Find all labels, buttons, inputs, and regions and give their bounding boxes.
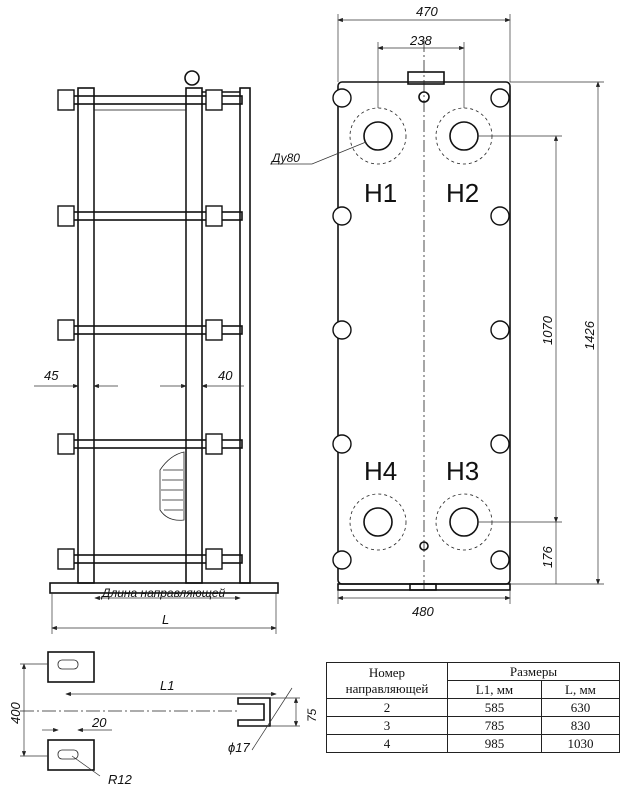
- base-width-dim: 480: [412, 604, 434, 619]
- table-header-dimensions: Размеры: [447, 662, 620, 681]
- left-gap-dim: 45: [44, 368, 59, 383]
- overall-width-dim: 470: [416, 4, 438, 19]
- front-view: [270, 14, 604, 604]
- height-ports-dim: 1070: [540, 315, 555, 345]
- table-header-l: L, мм: [540, 680, 621, 699]
- table-row: 2 585 630: [326, 698, 621, 717]
- port-flanges: [349, 107, 493, 551]
- hole-diameter-dim: ϕ17: [228, 740, 250, 755]
- section-height-dim: 75: [305, 708, 319, 722]
- guide-detail: [20, 651, 300, 777]
- guide-l1-dim: L1: [160, 678, 174, 693]
- port-h1-label: H1: [364, 178, 397, 208]
- front-bolts: [332, 88, 510, 570]
- slot-radius-dim: R12: [108, 772, 133, 787]
- height-overall-dim: 1426: [582, 320, 597, 350]
- table-cell-l1: 585: [447, 698, 542, 717]
- slot-width-dim: 20: [91, 715, 107, 730]
- bolt-nuts: [57, 89, 223, 570]
- port-h4-label: H4: [364, 456, 397, 486]
- top-fitting: [184, 70, 200, 86]
- right-gap-dim: 40: [218, 368, 233, 383]
- port-size-label: Ду80: [270, 151, 300, 165]
- guide-height-dim: 400: [8, 702, 23, 724]
- length-symbol: L: [162, 612, 169, 627]
- table-row: 4 985 1030: [326, 734, 621, 753]
- table-cell-number: 3: [326, 716, 448, 735]
- table-cell-l1: 985: [447, 734, 542, 753]
- table-cell-l: 1030: [540, 734, 621, 753]
- table-cell-l: 630: [540, 698, 621, 717]
- table-cell-l1: 785: [447, 716, 542, 735]
- table-cell-l: 830: [540, 716, 621, 735]
- bottom-offset-dim: 176: [540, 546, 555, 568]
- dimensions-table: Номер направляющей Размеры L1, мм L, мм …: [326, 662, 621, 753]
- port-h3-label: H3: [446, 456, 479, 486]
- guide-length-label: Длина направляющей: [100, 586, 226, 600]
- port-h2-label: H2: [446, 178, 479, 208]
- table-header-guide-number: Номер направляющей: [326, 662, 448, 699]
- table-row: 3 785 830: [326, 716, 621, 735]
- table-header-l1: L1, мм: [447, 680, 542, 699]
- port-spacing-dim: 238: [409, 33, 432, 48]
- table-cell-number: 4: [326, 734, 448, 753]
- side-view: [34, 70, 279, 634]
- table-cell-number: 2: [326, 698, 448, 717]
